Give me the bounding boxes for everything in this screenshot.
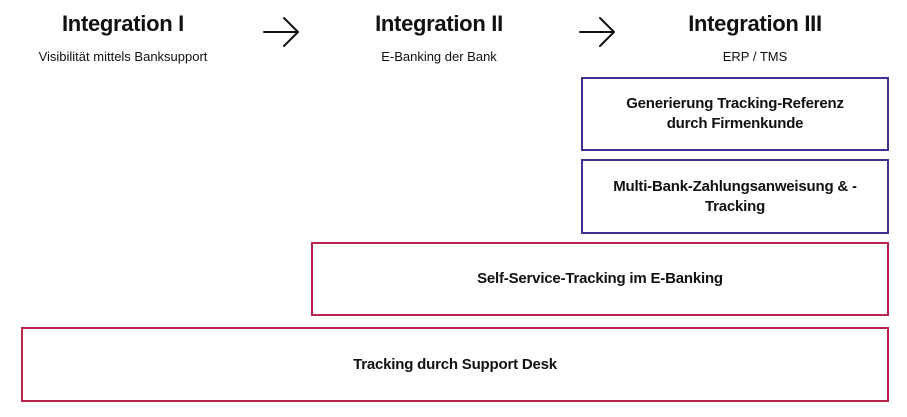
box-self-service: Self-Service-Tracking im E-Banking: [311, 242, 889, 316]
box-label: Multi-Bank-Zahlungsanweisung & -Tracking: [613, 177, 857, 215]
stage-title: Integration III: [688, 11, 822, 36]
arrow-right-icon: [579, 17, 615, 47]
stage-integration-2: Integration II E-Banking der Bank: [294, 10, 584, 65]
stage-subtitle: ERP / TMS: [722, 49, 788, 64]
stage-integration-1: Integration I Visibilität mittels Banksu…: [0, 10, 268, 65]
box-label: Tracking durch Support Desk: [353, 355, 557, 373]
box-tracking-reference: Generierung Tracking-Referenz durch Firm…: [581, 77, 889, 151]
stage-title: Integration I: [62, 11, 184, 36]
box-label: Generierung Tracking-Referenz durch Firm…: [626, 95, 844, 132]
box-support-desk: Tracking durch Support Desk: [21, 327, 889, 402]
stage-integration-3: Integration III ERP / TMS: [610, 10, 900, 65]
box-multi-bank: Multi-Bank-Zahlungsanweisung & -Tracking: [581, 159, 889, 234]
box-label: Self-Service-Tracking im E-Banking: [477, 270, 723, 287]
arrow-right-icon: [263, 17, 299, 47]
stage-subtitle: Visibilität mittels Banksupport: [38, 49, 208, 64]
stage-title: Integration II: [375, 11, 503, 36]
stage-subtitle: E-Banking der Bank: [381, 49, 497, 64]
